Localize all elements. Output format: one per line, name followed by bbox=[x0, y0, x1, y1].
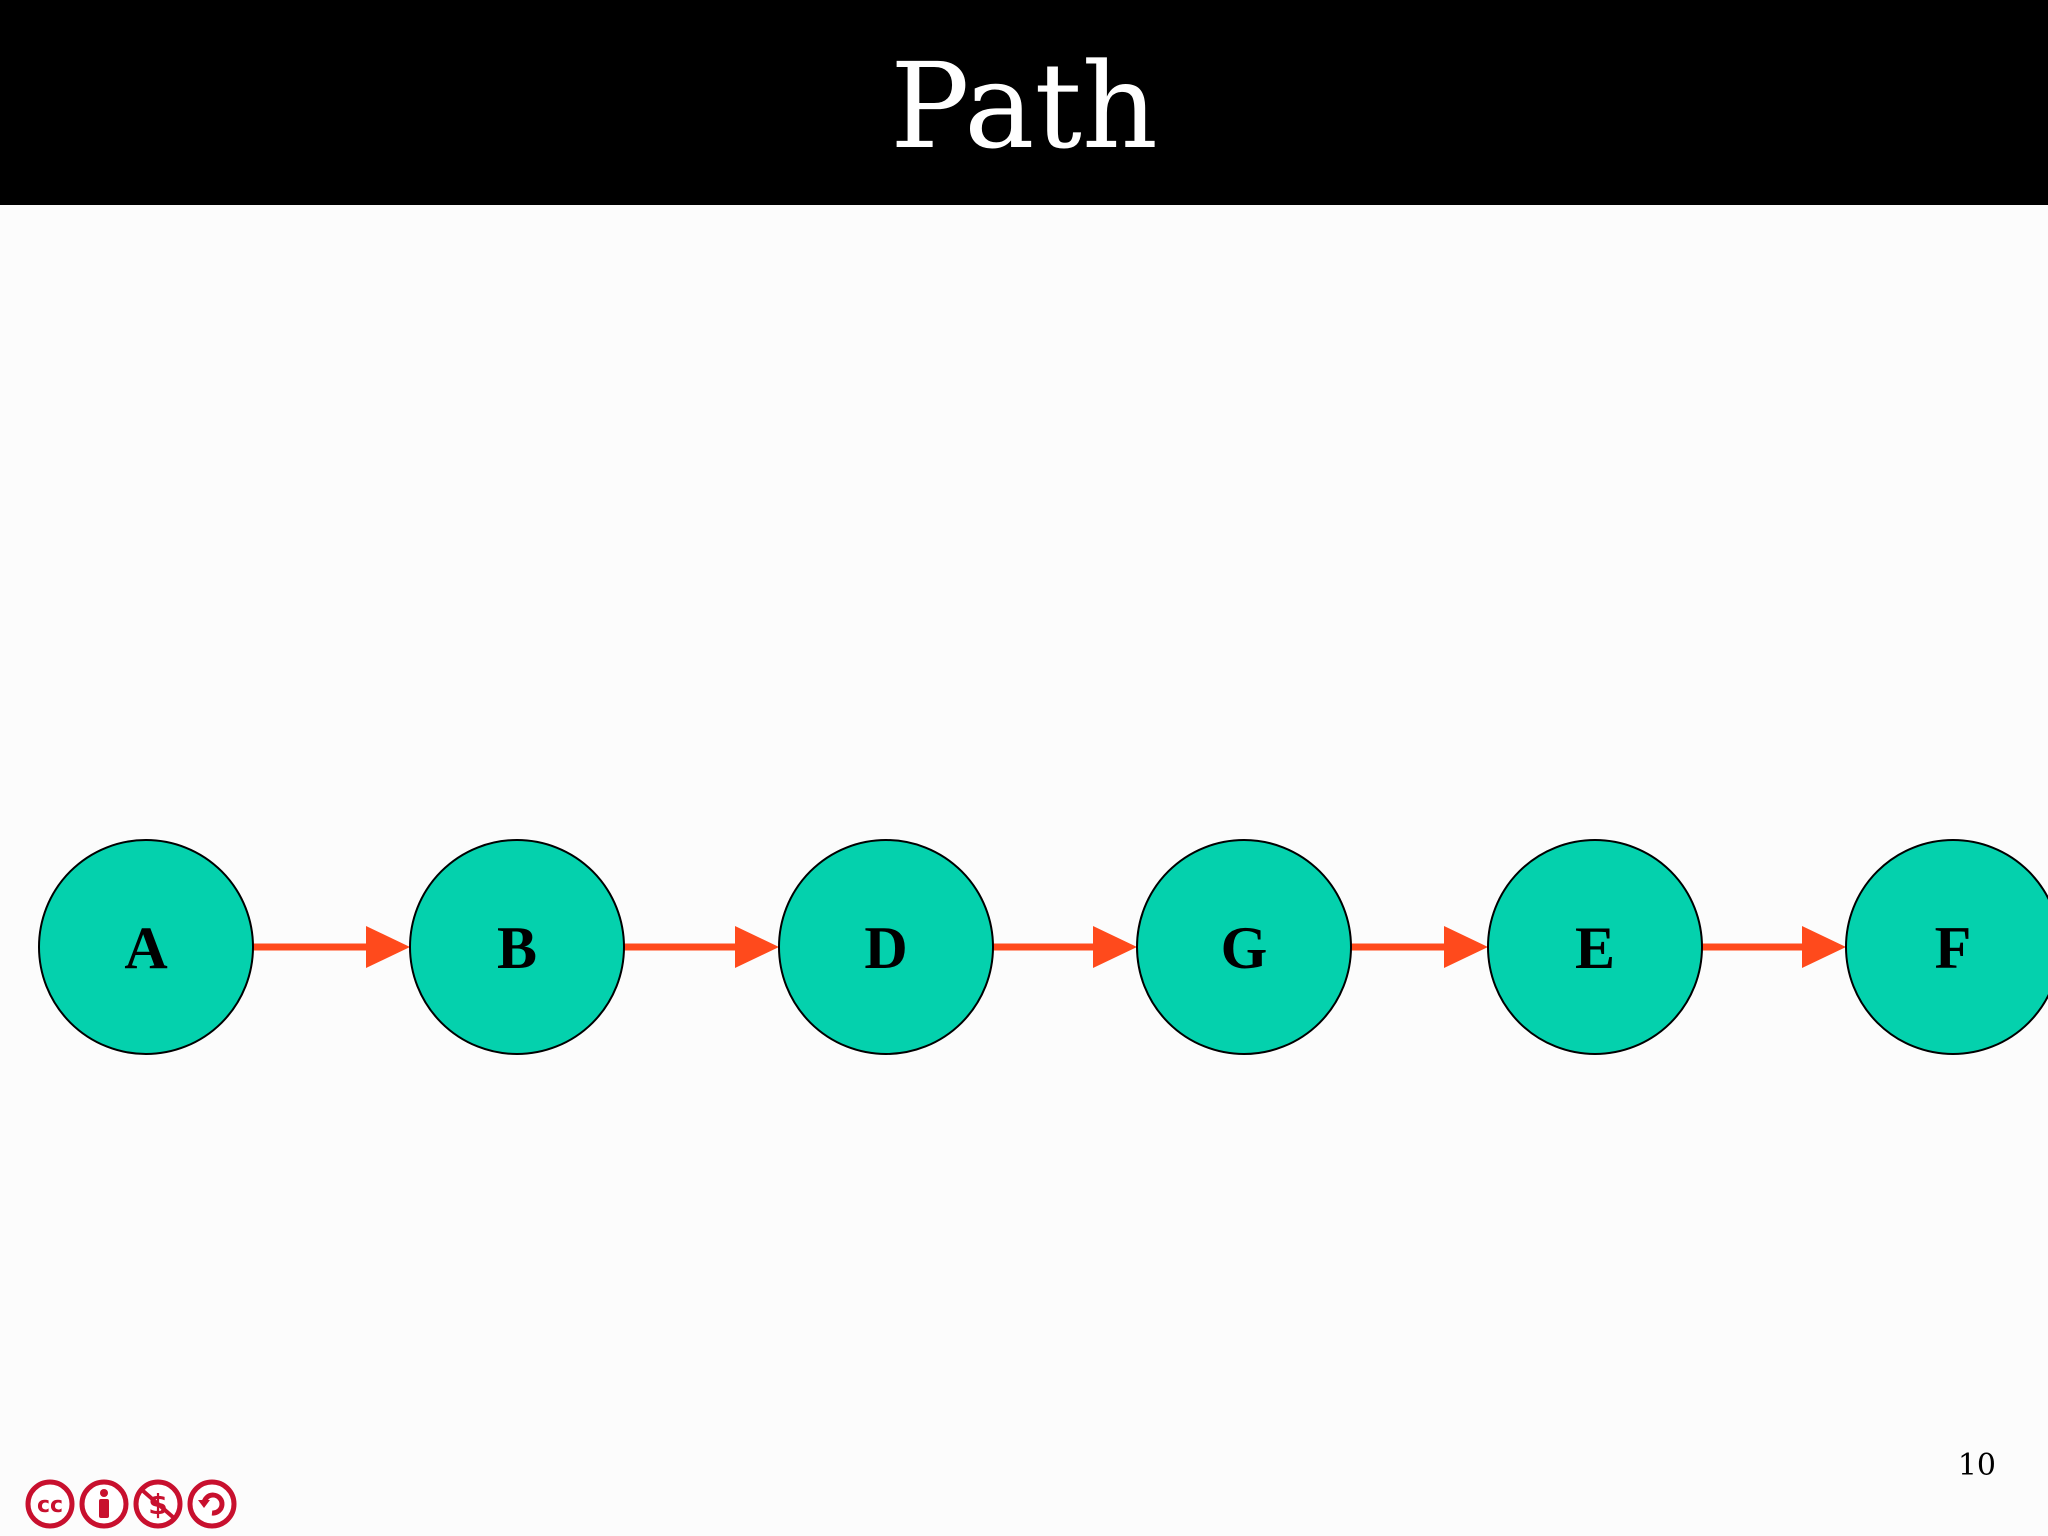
cc-icon: cc bbox=[25, 1479, 75, 1529]
node-label: A bbox=[124, 915, 167, 981]
nc-icon: $ bbox=[133, 1479, 183, 1529]
node-F: F bbox=[1845, 839, 2048, 1055]
edge-D-G bbox=[993, 926, 1137, 968]
node-circle bbox=[38, 839, 254, 1055]
page-number: 10 bbox=[1957, 1448, 1996, 1483]
node-B: B bbox=[409, 839, 625, 1055]
arrowhead-icon bbox=[366, 926, 410, 968]
node-circle bbox=[1845, 839, 2048, 1055]
title-bar: Path bbox=[0, 0, 2048, 205]
svg-text:cc: cc bbox=[37, 1493, 63, 1518]
node-label: G bbox=[1221, 915, 1268, 981]
node-label: D bbox=[864, 915, 907, 981]
sa-icon bbox=[187, 1479, 237, 1529]
edge-G-E bbox=[1351, 926, 1488, 968]
node-circle bbox=[1487, 839, 1703, 1055]
node-G: G bbox=[1136, 839, 1352, 1055]
node-circle bbox=[409, 839, 625, 1055]
node-circle bbox=[778, 839, 994, 1055]
arrowhead-icon bbox=[1802, 926, 1846, 968]
slide-title: Path bbox=[890, 36, 1158, 175]
edge-A-B bbox=[253, 926, 410, 968]
arrowhead-icon bbox=[1093, 926, 1137, 968]
node-label: B bbox=[497, 915, 537, 981]
edge-E-F bbox=[1702, 926, 1846, 968]
node-label: E bbox=[1575, 915, 1615, 981]
node-label: F bbox=[1935, 915, 1972, 981]
edge-B-D bbox=[624, 926, 779, 968]
node-A: A bbox=[38, 839, 254, 1055]
license-badge: cc $ bbox=[25, 1479, 237, 1529]
by-icon bbox=[79, 1479, 129, 1529]
arrowhead-icon bbox=[735, 926, 779, 968]
edges bbox=[253, 926, 1846, 968]
node-circle bbox=[1136, 839, 1352, 1055]
arrowhead-icon bbox=[1444, 926, 1488, 968]
node-E: E bbox=[1487, 839, 1703, 1055]
node-D: D bbox=[778, 839, 994, 1055]
